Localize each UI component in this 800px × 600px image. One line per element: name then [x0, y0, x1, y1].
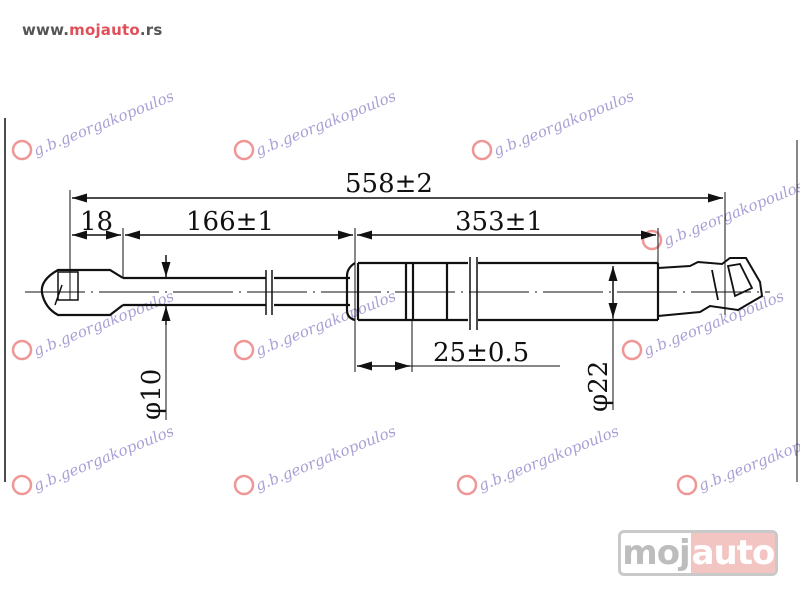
watermark-text: g.b.georgakopoulos [253, 422, 399, 495]
cylinder [345, 257, 660, 330]
url-suffix: .rs [139, 21, 163, 39]
watermark-text: g.b.georgakopoulos [491, 87, 637, 160]
dim-166-label: 166±1 [186, 207, 274, 237]
site-url[interactable]: www.mojauto.rs [22, 21, 163, 39]
watermark-text: g.b.georgakopoulos [31, 87, 177, 160]
watermark-logo-icon [233, 139, 255, 161]
url-prefix: www. [22, 21, 70, 39]
watermark-logo-icon [233, 339, 255, 361]
watermark-logo-icon [456, 474, 478, 496]
watermark-logo-icon [676, 474, 698, 496]
watermark-logo-icon [11, 139, 33, 161]
watermark-logo-icon [471, 139, 493, 161]
rod-diameter-label: φ10 [137, 369, 167, 420]
piston-rod [123, 270, 350, 315]
watermark-logo-icon [11, 339, 33, 361]
eye-end [40, 268, 124, 317]
watermark-text: g.b.georgakopoulos [253, 87, 399, 160]
dim-25-label: 25±0.5 [433, 338, 529, 368]
watermark-text: g.b.georgakopoulos [641, 287, 787, 360]
dim-18-label: 18 [80, 207, 113, 237]
cylinder-diameter-label: φ22 [584, 361, 614, 412]
watermark-text: g.b.georgakopoulos [476, 422, 622, 495]
watermark-text: g.b.georgakopoulos [253, 287, 399, 360]
dim-353-label: 353±1 [455, 207, 543, 237]
mojauto-logo: moj auto [618, 530, 778, 576]
watermark-text: g.b.georgakopoulos [661, 177, 800, 250]
watermark-logo-icon [233, 474, 255, 496]
watermark-logo-icon [11, 474, 33, 496]
dim-558-label: 558±2 [345, 169, 433, 199]
end-fitting [657, 257, 764, 317]
logo-part-auto: auto [691, 533, 775, 573]
url-brand: mojauto [69, 21, 140, 39]
logo-part-moj: moj [622, 533, 690, 573]
watermark-text: g.b.georgakopoulos [696, 422, 800, 495]
watermark-logo-icon [621, 339, 643, 361]
watermark-text: g.b.georgakopoulos [31, 287, 177, 360]
watermark-text: g.b.georgakopoulos [31, 422, 177, 495]
